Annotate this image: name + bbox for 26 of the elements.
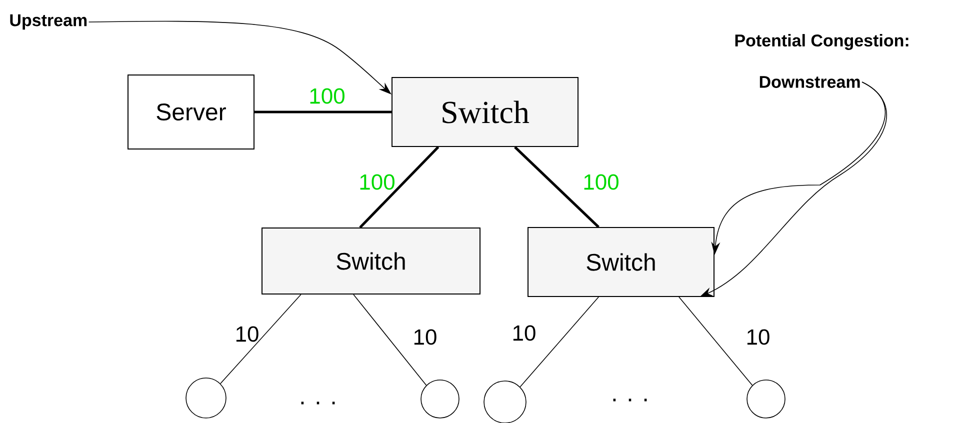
switch-box: Switch: [528, 227, 714, 297]
ellipsis-text: . . .: [301, 402, 335, 404]
thick-link-line: [514, 146, 600, 228]
link-line: [220, 294, 302, 384]
link-line: [520, 296, 599, 388]
host-circle: [186, 378, 226, 418]
switch-box: Switch: [262, 228, 480, 294]
leader-text: Downstream: [760, 76, 860, 88]
leader-text: Upstream: [10, 14, 87, 30]
link-line: [353, 294, 427, 386]
edge-label: 10: [236, 326, 258, 342]
thick-link-line: [254, 110, 392, 114]
link-line: [678, 296, 753, 386]
edge-label: 100: [584, 174, 618, 190]
edge-label: 10: [513, 325, 536, 341]
edge-label: 100: [360, 174, 394, 190]
edge-label: 10: [747, 329, 770, 345]
edge-label: 100: [310, 88, 344, 104]
host-circle: [746, 380, 786, 418]
switch-box: Switch: [392, 77, 578, 147]
host-circle: [420, 380, 460, 418]
edge-label: 10: [414, 329, 436, 345]
thick-link-line: [359, 146, 440, 228]
server-box: Server: [128, 74, 254, 150]
ellipsis-text: . . .: [613, 398, 647, 402]
annotation-text: Potential Congestion:: [735, 34, 908, 50]
